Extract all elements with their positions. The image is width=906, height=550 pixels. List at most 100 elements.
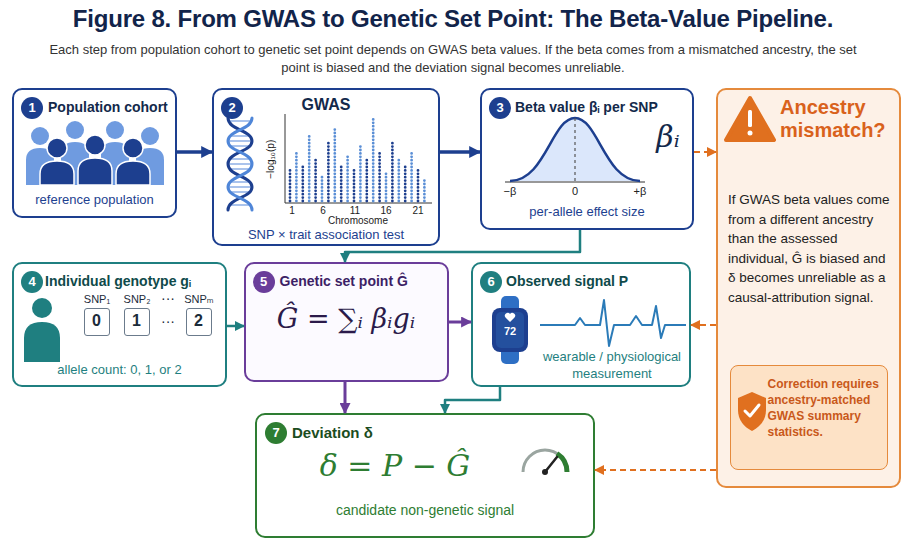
watch-icon [492,296,528,364]
warning-panel: Ancestry mismatch? If GWAS beta values co… [716,88,901,488]
watch-icon [492,308,528,352]
person-icon [24,322,60,362]
people-icon [136,148,164,185]
process-box: 4Individual genotype gᵢallele count: 0, … [12,262,227,387]
people-icon [116,161,150,185]
dna-icon [228,118,252,210]
gauge-icon [523,450,567,472]
people-icon [26,148,54,185]
box-heading: Genetic set point Ĝ [280,273,446,291]
signal-waveform [540,300,686,346]
heart-rate-value: 72 [495,325,525,339]
effect-size-curve [510,118,640,181]
dna-icon [228,118,252,210]
step-number: 2 [221,97,243,119]
people-icon [26,121,164,185]
gauge-icon [523,450,567,475]
axis-tick: 1 [282,205,302,218]
ellipsis: ··· [156,313,180,331]
box-heading: Population cohort [48,99,175,117]
process-box: 2GWAS SNP × trait association test [212,88,440,246]
dna-icon [229,121,251,205]
axis-tick: 21 [408,205,428,218]
flow-arrow [449,321,471,324]
people-icon [31,127,49,145]
manhattan-plot [285,114,432,203]
people-icon [61,142,89,185]
people-icon [40,135,150,185]
snp-label: SNP₁ [77,293,117,307]
warning-icon [726,98,774,140]
correction-callout: Correction requires ancestry-matched GWA… [730,365,888,470]
warning-icon [748,131,753,136]
flow-arrow [177,150,212,154]
process-box: 3Beta value βᵢ per SNPper-allele effect … [480,88,694,230]
people-icon [106,121,124,139]
shield-icon [738,392,766,431]
process-box: 5 Genetic set point Ĝ Ĝ = ∑ᵢ βᵢgᵢ [244,262,449,382]
shield-icon [738,392,766,431]
box-caption: candidate non-genetic signal [255,502,595,520]
allele-count: 1 [124,308,150,336]
snp-label: SNPₘ [179,293,219,307]
allele-count: 0 [84,308,110,336]
axis-tick: −β [497,185,523,199]
callout-text: Correction requires ancestry-matched GWA… [768,376,884,441]
box-caption: wearable / physiological measurement [538,349,686,383]
signal-waveform [540,300,686,346]
step-number: 3 [489,97,511,119]
process-box: 6Observed signal P wearable / physiologic… [471,262,691,387]
dashed-arrow [691,324,716,326]
box-heading: Observed signal P [506,273,686,291]
warning-icon [726,98,774,140]
people-icon [141,127,159,145]
watch-icon [505,313,515,322]
box-heading: Deviation δ [292,424,492,443]
person-icon [24,298,60,362]
snp-label: SNP₂ [117,293,157,307]
step-number: 1 [21,97,43,119]
people-icon [78,158,112,185]
axis-tick: +β [627,185,653,199]
allele-count-box: 0 [84,308,110,336]
people-icon [47,138,67,158]
effect-size-curve [574,118,575,182]
people-icon [40,161,74,185]
manhattan-plot [285,114,432,203]
gauge-icon [557,454,567,473]
symbol-label: βᵢ [646,118,690,156]
people-icon [85,135,105,155]
dashed-arrow [694,151,716,153]
flow-arrow [440,150,480,154]
panel-body: If GWAS beta values come from a differen… [728,190,894,307]
axis-label: Chromosome [308,215,408,228]
allele-count-box: 2 [186,308,212,336]
formula: Ĝ = ∑ᵢ βᵢgᵢ [244,302,449,336]
axis-label: −log₁₀(p) [265,119,278,199]
box-heading: GWAS [212,95,440,115]
step-number: 4 [21,271,43,293]
box-caption: SNP × trait association test [212,227,440,243]
people-icon [66,121,84,139]
flow-arrow [344,382,347,413]
panel-heading: Ancestry mismatch? [780,96,898,142]
warning-icon [748,110,752,127]
step-number: 6 [480,271,502,293]
effect-size-curve [510,118,640,181]
step-number: 5 [253,271,275,293]
gauge-icon [542,469,548,475]
ellipsis: ··· [156,290,180,308]
box-caption: reference population [12,192,177,208]
flow-arrow [445,387,500,413]
watch-icon [496,312,524,348]
effect-size-curve [505,118,645,182]
figure-title: Figure 8. From GWAS to Genetic Set Point… [0,5,906,33]
allele-count: 2 [186,308,212,336]
effect-size-curve [505,181,645,182]
flow-arrow [227,325,244,328]
